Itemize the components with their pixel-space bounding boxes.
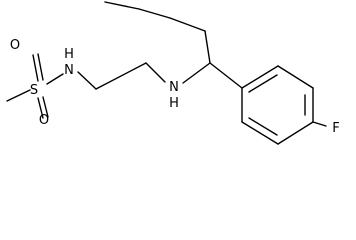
bond-ch2-amine <box>145 62 166 83</box>
atom-label-fluorine: F <box>332 121 339 136</box>
ring-bond-2 <box>277 65 314 89</box>
bond-amine-methine <box>182 62 211 84</box>
atom-label-oxygen-top: O <box>10 38 20 53</box>
structure-canvas: S O O H N N H F <box>6 1 340 145</box>
bond-chain-1 <box>204 30 211 64</box>
bond-chain-3 <box>138 8 171 19</box>
ring-double-1 <box>248 74 278 93</box>
bond-sulfur-nitrogen <box>46 73 64 85</box>
ring-bond-4 <box>277 121 314 145</box>
bond-sulfur-oxygen-bottom <box>37 97 44 119</box>
bond-sulfur-oxygen-top-double <box>37 53 44 81</box>
bond-ethylene <box>95 62 147 90</box>
bond-methine-ring <box>209 62 243 89</box>
atom-labels: S O O H N N H F <box>10 38 340 136</box>
atom-label-oxygen-bottom: O <box>39 113 49 128</box>
ring-bond-1 <box>241 65 279 89</box>
bond-chain-4 <box>104 1 140 10</box>
bond-sulfur-oxygen-top <box>32 54 39 82</box>
atom-label-sulfonamide-h: H <box>64 47 74 62</box>
atom-label-sulfur: S <box>30 83 38 98</box>
bond-methyl-sulfur <box>6 89 31 102</box>
molecule-diagram: S O O H N N H F <box>6 1 340 145</box>
ring-double-3 <box>248 117 278 136</box>
bond-ring-fluorine <box>312 121 327 127</box>
bond-nitrogen-ch2 <box>77 71 97 90</box>
atom-label-amine-h: H <box>169 96 179 111</box>
bond-sulfur-oxygen-bottom-double <box>42 96 49 118</box>
atom-label-sulfonamide-n: N <box>64 63 74 78</box>
bond-chain-2 <box>169 17 206 32</box>
bonds <box>6 1 327 145</box>
ring-bond-5 <box>241 121 279 145</box>
atom-label-amine-n: N <box>169 80 179 95</box>
